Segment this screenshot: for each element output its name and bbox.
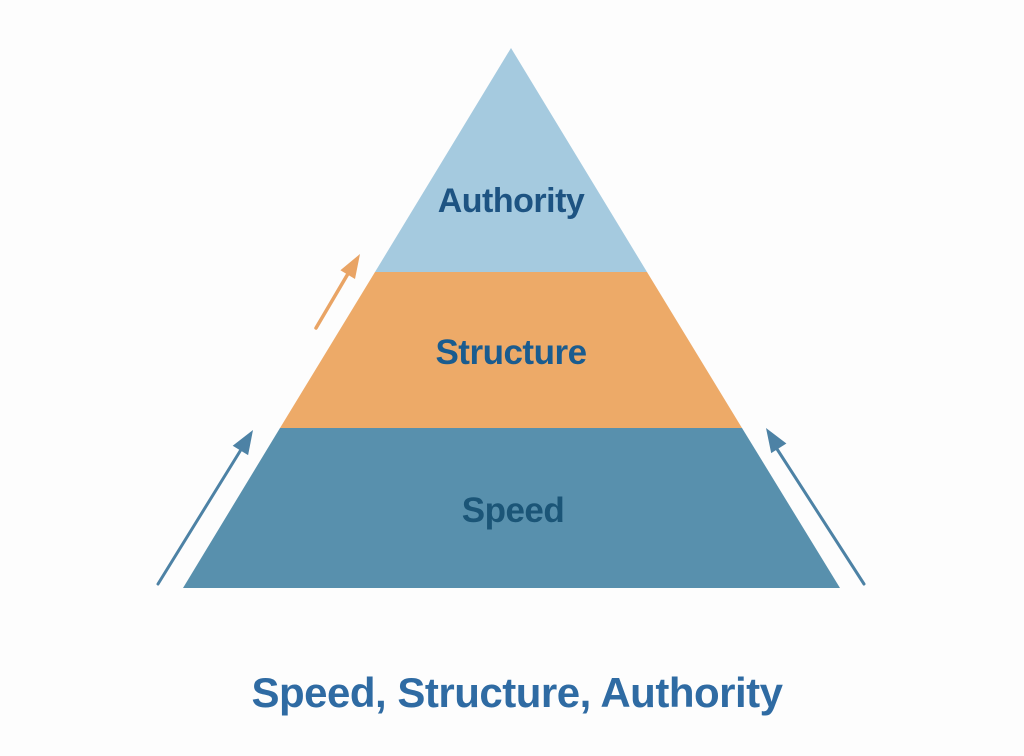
tier-label-speed: Speed <box>462 491 565 530</box>
upper-left-orange-arrow-head <box>340 254 360 279</box>
upper-left-orange-arrow-line <box>314 270 351 330</box>
caption-title: Speed, Structure, Authority <box>251 669 783 716</box>
lower-right-blue-arrow-head <box>766 428 787 454</box>
tier-label-structure: Structure <box>435 333 586 372</box>
lower-left-blue-arrow-line <box>156 446 244 586</box>
lower-left-blue-arrow-head <box>232 430 253 456</box>
pyramid-tier-structure-shape <box>280 272 742 428</box>
lower-right-blue-arrow <box>766 428 866 586</box>
lower-right-blue-arrow-line <box>775 447 866 586</box>
tier-label-authority: Authority <box>438 182 585 220</box>
pyramid-tier-speed-shape <box>183 428 840 588</box>
lower-left-blue-arrow <box>156 430 253 586</box>
pyramid-tier-authority-shape <box>375 48 647 272</box>
upper-left-orange-arrow <box>314 254 360 330</box>
